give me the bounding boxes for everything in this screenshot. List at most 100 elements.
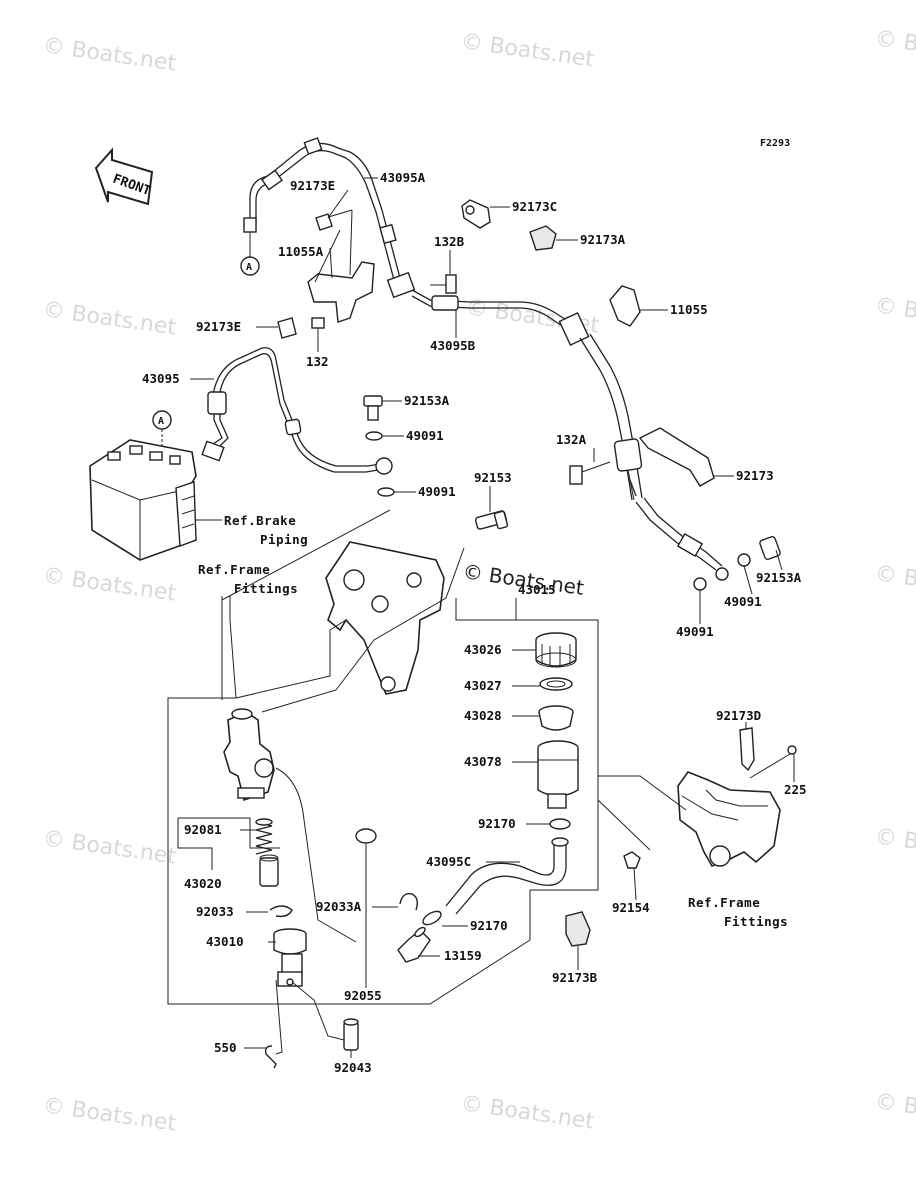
part-label: 92170 bbox=[470, 918, 508, 933]
part-label: 92173D bbox=[716, 708, 761, 723]
hose-fitting bbox=[261, 169, 283, 191]
hose-fitting bbox=[243, 217, 257, 233]
banjo-bolt-92153A-top bbox=[363, 395, 383, 421]
hose-fitting bbox=[379, 223, 397, 245]
part-label: 92153A bbox=[404, 393, 450, 408]
watermark: © Boats.net bbox=[41, 1093, 178, 1136]
clamp-92173C bbox=[461, 199, 491, 229]
part-label: 49091 bbox=[418, 484, 456, 499]
banjo-bolt-92153 bbox=[474, 510, 509, 530]
part-label: 43095C bbox=[426, 854, 471, 869]
hose-fitting bbox=[303, 137, 323, 155]
connector-a-abs: A bbox=[152, 410, 172, 450]
watermark: © Boats.net bbox=[873, 561, 916, 604]
part-label: 43026 bbox=[464, 642, 502, 657]
part-label: 132B bbox=[434, 234, 465, 249]
ref-frame-fittings-left-line2: Fittings bbox=[234, 581, 298, 596]
washer-49091-d bbox=[693, 577, 707, 591]
leader-lines bbox=[177, 177, 795, 1058]
rear-brake-hose bbox=[558, 285, 643, 501]
watermark: © Boats.net bbox=[873, 26, 916, 69]
ref-frame-fittings-left-line1: Ref.Frame bbox=[198, 562, 270, 577]
bolt-132 bbox=[311, 317, 325, 345]
part-label: 43028 bbox=[464, 708, 502, 723]
watermark: © Boats.net bbox=[41, 563, 178, 606]
brake-hose-43095 bbox=[201, 347, 393, 475]
watermark: © Boats.net bbox=[41, 297, 178, 340]
part-label: 13159 bbox=[444, 948, 482, 963]
bolt-132B bbox=[445, 274, 457, 294]
pushrod-43010 bbox=[273, 928, 307, 987]
clamp-92170-a bbox=[549, 818, 571, 830]
brake-hose-43095A bbox=[243, 137, 401, 281]
watermark: © Boats.net bbox=[873, 824, 916, 867]
ref-frame-fittings-right-line1: Ref.Frame bbox=[688, 895, 760, 910]
part-label: 92154 bbox=[612, 900, 650, 915]
watermark: © Boats.net bbox=[459, 1091, 596, 1134]
svg-text:A: A bbox=[246, 262, 252, 273]
figure-code: F2293 bbox=[760, 138, 790, 149]
watermark: © Boats.net bbox=[41, 33, 178, 76]
clip-92173B bbox=[565, 911, 591, 947]
part-labels: 92173E 43095A 92173C 92173A 11055A 132B … bbox=[142, 170, 807, 1075]
washer-49091-c bbox=[737, 553, 751, 567]
ref-frame-fittings-right-line2: Fittings bbox=[724, 914, 788, 929]
part-label: 49091 bbox=[406, 428, 444, 443]
part-label: 49091 bbox=[676, 624, 714, 639]
clamp-92170-b bbox=[422, 910, 442, 926]
bolt-225 bbox=[749, 745, 797, 779]
spring-92081 bbox=[255, 818, 273, 855]
part-label: 92153A bbox=[756, 570, 802, 585]
abs-unit bbox=[89, 439, 197, 561]
ref-brake-piping-line1: Ref.Brake bbox=[224, 513, 296, 528]
watermark: © Boats.net bbox=[873, 293, 916, 336]
front-arrow-icon: FRONT bbox=[94, 147, 154, 206]
bracket-92173D bbox=[739, 727, 755, 772]
part-label: 43095B bbox=[430, 338, 476, 353]
part-label: 92033 bbox=[196, 904, 234, 919]
rear-caliper bbox=[677, 771, 781, 867]
reservoir-cap-43026 bbox=[535, 632, 577, 668]
part-label: 43095A bbox=[380, 170, 426, 185]
elbow-13159 bbox=[397, 926, 431, 963]
clamp-92173E-low bbox=[277, 317, 297, 339]
plate-43027 bbox=[539, 677, 573, 691]
watermark: © Boats.net bbox=[459, 29, 596, 72]
circlip-92033 bbox=[269, 905, 293, 918]
reservoir-hose-43095C bbox=[445, 837, 569, 915]
part-label: 225 bbox=[784, 782, 807, 797]
reservoir-43078 bbox=[537, 740, 579, 809]
clamp-92173A bbox=[529, 225, 557, 251]
bolt-92154 bbox=[623, 851, 641, 869]
washer-49091-b bbox=[377, 487, 395, 497]
oring-92055 bbox=[355, 828, 377, 844]
part-label: 11055 bbox=[670, 302, 708, 317]
part-label: 92173 bbox=[736, 468, 774, 483]
part-label: 550 bbox=[214, 1040, 237, 1055]
svg-text:A: A bbox=[158, 416, 164, 427]
assembly-outline-43015 bbox=[167, 509, 599, 1005]
part-label: 43078 bbox=[464, 754, 502, 769]
master-cylinder-body bbox=[223, 708, 275, 802]
reference-labels: Ref.Brake Piping Ref.Frame Fittings Ref.… bbox=[198, 513, 788, 929]
part-label: 132 bbox=[306, 354, 329, 369]
part-label: 92173B bbox=[552, 970, 598, 985]
part-label: 43095 bbox=[142, 371, 180, 386]
hose-to-caliper bbox=[635, 497, 729, 581]
part-label: 92033A bbox=[316, 899, 362, 914]
part-label: 43010 bbox=[206, 934, 244, 949]
banjo-bolt-92153A-right bbox=[759, 536, 781, 560]
bracket-92173 bbox=[638, 427, 715, 487]
part-label: 92173E bbox=[290, 178, 335, 193]
part-label: 92173E bbox=[196, 319, 241, 334]
part-label: 92153 bbox=[474, 470, 512, 485]
piston-43020 bbox=[259, 854, 279, 887]
part-label: 92173C bbox=[512, 199, 557, 214]
part-label: 49091 bbox=[724, 594, 762, 609]
ref-brake-piping-line2: Piping bbox=[260, 532, 308, 547]
brake-pipe-43095B bbox=[386, 271, 571, 329]
circlip-92033A bbox=[399, 893, 419, 911]
connector-a-top: A bbox=[240, 256, 260, 276]
bolt-132A bbox=[569, 461, 611, 485]
